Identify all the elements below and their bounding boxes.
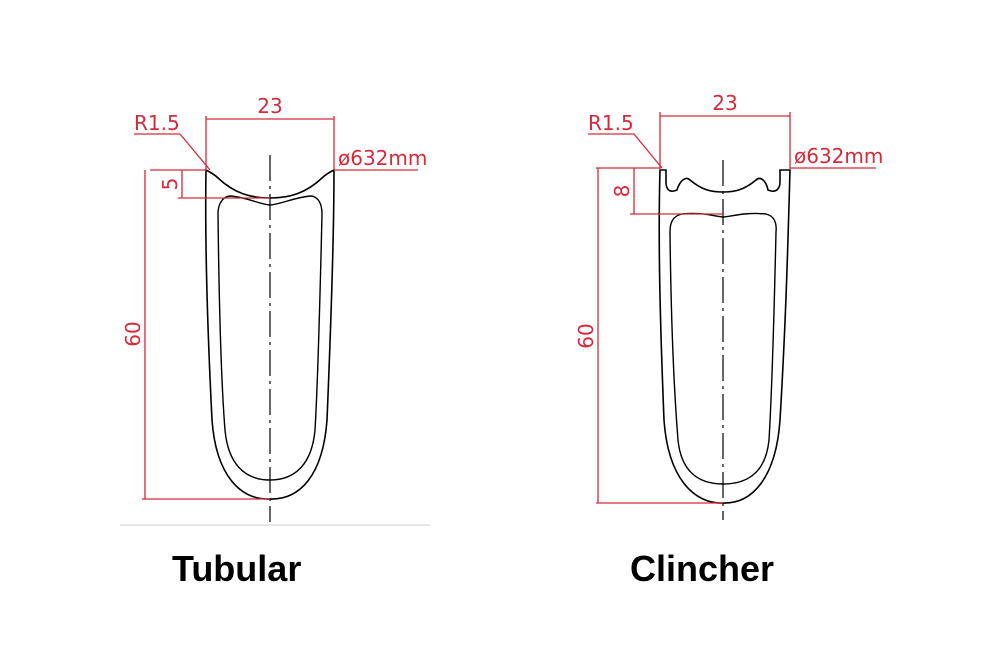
tubular-radius-label: R1.5	[134, 111, 180, 135]
clincher-radius-leader	[633, 133, 663, 169]
tubular-depth-label: 5	[158, 178, 182, 191]
clincher-radius-label: R1.5	[588, 111, 634, 135]
clincher-width-label: 23	[712, 91, 737, 115]
clincher-caption: Clincher	[630, 548, 775, 589]
tubular-dimension-labels: 23 R1.5 ø632mm 5 60	[121, 94, 427, 347]
clincher-dimensions	[588, 112, 876, 504]
clincher-height-label: 60	[574, 323, 598, 348]
tubular-radius-leader	[179, 133, 211, 171]
tubular-width-label: 23	[257, 94, 282, 118]
clincher-rim-inner-outline	[669, 212, 777, 485]
clincher-dimension-labels: 23 R1.5 ø632mm 8 60	[574, 91, 883, 349]
tubular-diameter-label: ø632mm	[338, 146, 427, 170]
tubular-rim-drawing	[120, 155, 430, 526]
clincher-rim-drawing	[658, 160, 791, 520]
tubular-rim-inner-outline	[217, 195, 323, 481]
clincher-rim-outer-outline	[658, 169, 791, 504]
clincher-diameter-label: ø632mm	[794, 144, 883, 168]
tubular-rim-outer-outline	[204, 168, 335, 500]
clincher-depth-label: 8	[610, 185, 634, 198]
tubular-dimensions	[134, 116, 418, 500]
tubular-height-label: 60	[121, 321, 145, 346]
tubular-caption: Tubular	[172, 548, 302, 589]
